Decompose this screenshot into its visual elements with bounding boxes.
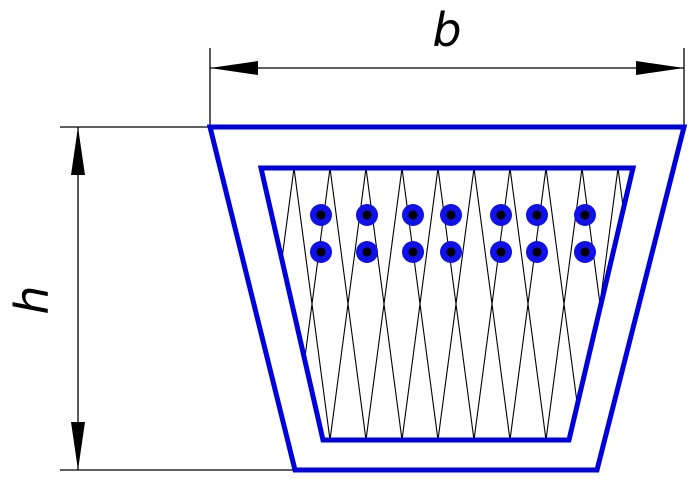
tension-cords: [310, 204, 596, 263]
hatch-line: [150, 168, 186, 440]
cord: [490, 204, 512, 226]
width-arrow-left: [210, 61, 258, 75]
hatch-line: [437, 168, 475, 440]
height-arrow-bottom: [71, 422, 85, 470]
hatch-line: [654, 168, 688, 440]
cord-core: [316, 210, 326, 220]
width-label: b: [432, 3, 461, 57]
hatch-line: [186, 168, 222, 440]
cord-core: [532, 247, 542, 257]
hatch-line: [150, 168, 186, 440]
cord: [490, 241, 512, 263]
height-arrow-top: [71, 127, 85, 175]
cord-core: [580, 247, 590, 257]
cord: [440, 204, 462, 226]
hatch-line: [365, 168, 403, 440]
cord-core: [496, 210, 506, 220]
cord-core: [316, 247, 326, 257]
cord: [440, 241, 462, 263]
width-dimension: b: [209, 3, 685, 128]
cord: [310, 204, 332, 226]
cord: [526, 241, 548, 263]
cord: [574, 204, 596, 226]
hatch-line: [654, 168, 688, 440]
cord-core: [408, 210, 418, 220]
cord-core: [446, 247, 456, 257]
cord-core: [362, 247, 372, 257]
cord: [356, 241, 378, 263]
cord: [356, 204, 378, 226]
cord-core: [446, 210, 456, 220]
cord-core: [532, 210, 542, 220]
width-arrow-right: [636, 61, 684, 75]
height-label: h: [5, 285, 59, 314]
cord: [402, 241, 424, 263]
hatch-line: [114, 168, 150, 440]
cord: [402, 204, 424, 226]
cord: [310, 241, 332, 263]
hatch-line: [401, 168, 439, 440]
height-dimension: h: [5, 126, 295, 471]
cord-core: [580, 210, 590, 220]
cord: [574, 241, 596, 263]
cord-core: [408, 247, 418, 257]
hatch-line: [186, 168, 222, 440]
belt-inner-outline: [257, 165, 637, 443]
cord-core: [362, 210, 372, 220]
cord-core: [496, 247, 506, 257]
belt-outer-outline: [206, 124, 688, 473]
cord: [526, 204, 548, 226]
